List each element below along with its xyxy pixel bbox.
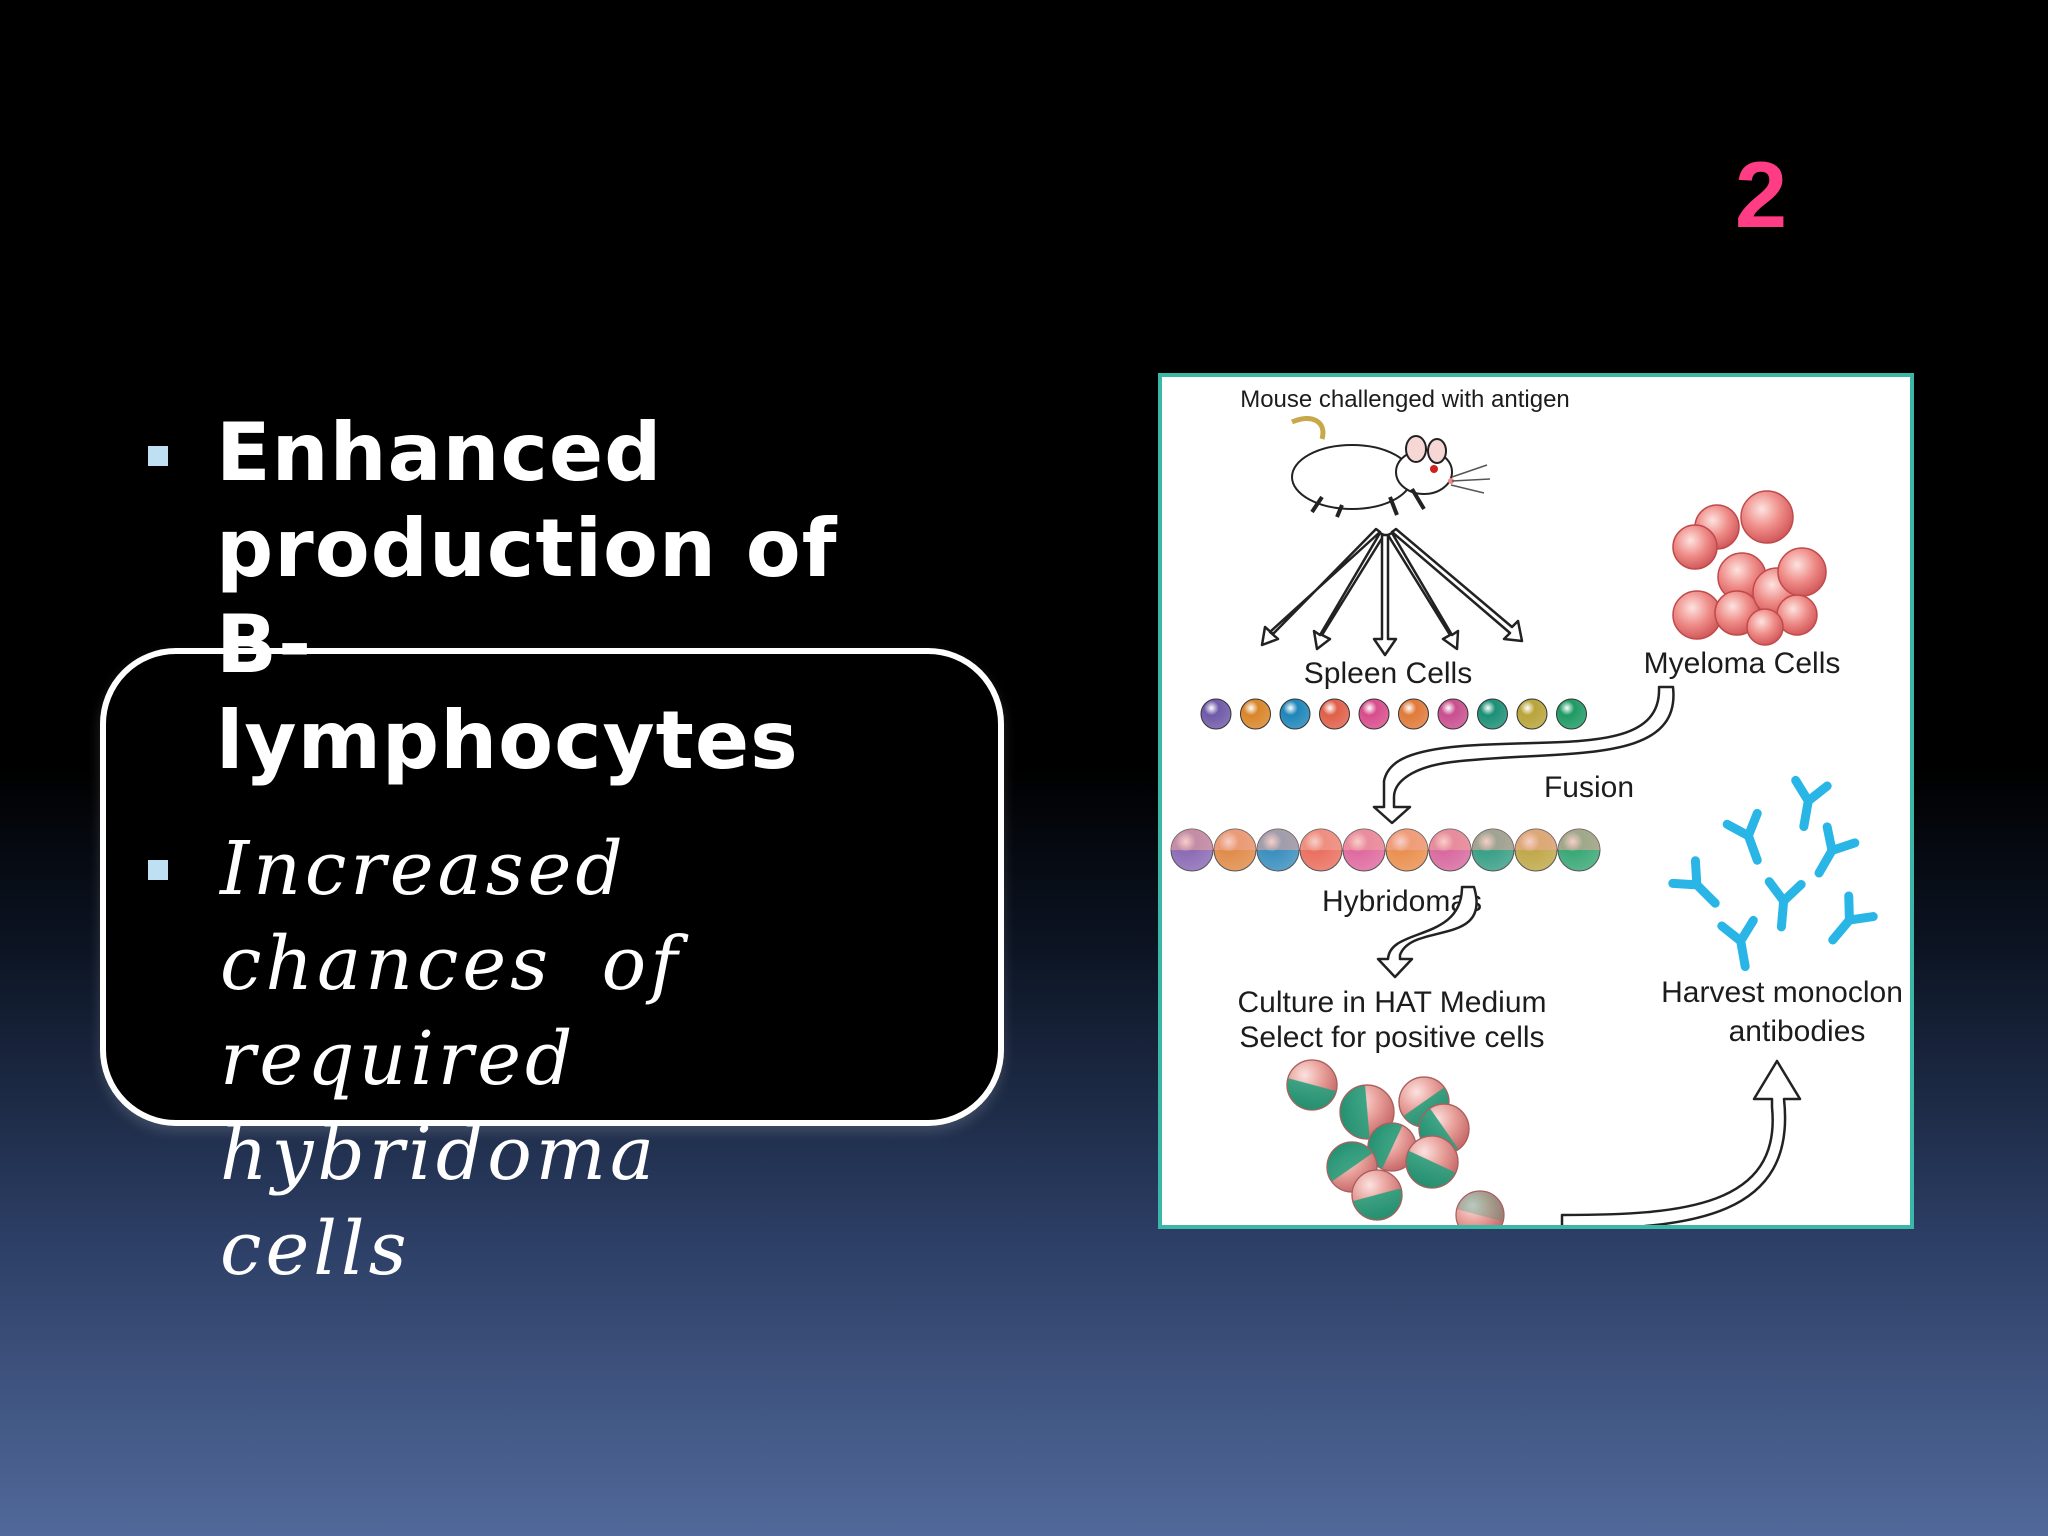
myeloma-cells-label: Myeloma Cells (1644, 647, 1841, 680)
spleen-cell (1240, 698, 1271, 730)
hybridoma-cell-overlay (1558, 829, 1600, 850)
spleen-cell (1516, 698, 1548, 730)
antibody-icon (1814, 822, 1860, 878)
spleen-cell (1477, 698, 1508, 730)
mouse-label: Mouse challenged with antigen (1240, 386, 1570, 413)
bullet-1-text: Enhanced production of B- lymphocytes (216, 405, 896, 789)
spleen-cells-row (1200, 698, 1587, 730)
antibody-icon (1764, 877, 1806, 932)
spleen-cell (1556, 698, 1587, 730)
mouse-illustration (1290, 415, 1491, 518)
hybridoma-cell-overlay (1171, 829, 1213, 850)
antibody-icon (1722, 808, 1762, 865)
hybridoma-cell-overlay (1300, 829, 1342, 850)
harvest-arrow (1560, 1059, 1802, 1225)
spleen-arrows (1260, 527, 1524, 657)
spleen-cell (1279, 698, 1311, 730)
harvest-label-line2: antibodies (1729, 1015, 1866, 1048)
bullet-marker (148, 860, 168, 880)
hybridoma-diagram: Mouse challenged with antigen Spleen Cel… (1170, 386, 1903, 1225)
hybridoma-cell-overlay (1472, 829, 1514, 850)
hybridoma-cell-overlay (1386, 829, 1428, 850)
culture-arrow (1376, 885, 1478, 979)
harvest-label-line1: Harvest monoclon (1661, 976, 1903, 1009)
hybridoma-process-figure: Mouse challenged with antigen Spleen Cel… (1158, 373, 1914, 1229)
hybridoma-cell-overlay (1343, 829, 1385, 850)
bullet-2-line: Increased chances of (220, 826, 682, 1007)
hybridomas-row (1170, 828, 1601, 872)
bullet-2-line: required hybridoma (220, 1016, 659, 1197)
bullet-2-line: cells (220, 1206, 411, 1292)
spleen-cell (1319, 698, 1350, 730)
fusion-label: Fusion (1544, 771, 1634, 804)
culture-label-line1: Culture in HAT Medium (1238, 986, 1547, 1019)
slide-number: 2 (1734, 142, 1788, 247)
spleen-cell (1437, 698, 1469, 730)
myeloma-cells-cluster (1672, 490, 1827, 646)
bullet-1-line: lymphocytes (216, 694, 799, 787)
spleen-cell (1200, 698, 1232, 730)
antibodies-group (1668, 775, 1878, 972)
bullet-1-line: production of B- (216, 502, 838, 691)
antibody-icon (1717, 915, 1758, 972)
hat-culture-cells (1286, 1059, 1505, 1225)
bullet-1-line: Enhanced (216, 406, 663, 499)
culture-label-line2: Select for positive cells (1239, 1021, 1544, 1054)
hybridoma-cell-overlay (1515, 829, 1557, 850)
fusion-arrow (1372, 685, 1675, 825)
spleen-cell (1398, 698, 1429, 730)
hybridoma-cell-overlay (1429, 829, 1471, 850)
spleen-cell (1358, 698, 1390, 730)
bullet-marker (148, 446, 168, 466)
antibody-icon (1828, 891, 1878, 945)
hybridoma-cell-overlay (1257, 829, 1299, 850)
antibody-icon (1791, 775, 1832, 832)
antibody-icon (1668, 856, 1720, 908)
hybridoma-cell-overlay (1214, 829, 1256, 850)
bullet-2-text: Increased chances of required hybridoma … (220, 822, 990, 1297)
spleen-cells-label: Spleen Cells (1304, 657, 1472, 690)
highlight-callout-box (100, 648, 1004, 1126)
